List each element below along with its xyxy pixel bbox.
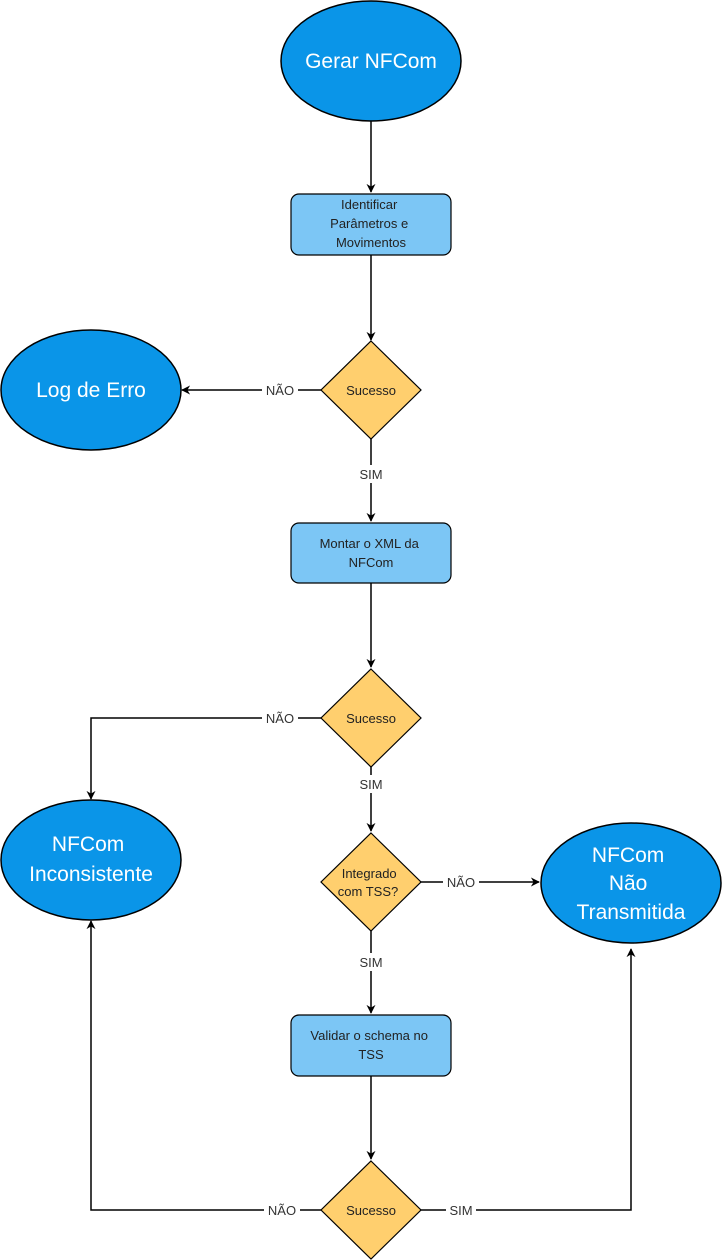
svg-text:Validar o schema no TSS: Validar o schema no TSS [310, 1028, 431, 1062]
edge-label-d3-no: NÃO [268, 1203, 296, 1218]
edge-label-d1-no: NÃO [266, 383, 294, 398]
node-tss-check-line1: Integrado [342, 866, 397, 881]
node-log-error-label: Log de Erro [36, 379, 146, 402]
node-identify-line2: Parâmetros e [330, 216, 408, 231]
svg-text:NFCom Não Transmit: NFCom Não Transmitida [577, 844, 686, 924]
node-not-transmitted-line3: Transmitida [577, 901, 686, 924]
node-log-error: Log de Erro [0, 329, 182, 451]
edge-label-tss-no: NÃO [447, 875, 475, 890]
node-identify-line3: Movimentos [336, 235, 407, 250]
svg-text:Montar o XML da NFCom: Montar o XML da NFCom [320, 536, 423, 570]
node-inconsistent: NFCom Inconsistente [0, 799, 182, 921]
node-decision1-label: Sucesso [346, 383, 396, 398]
edge-label-d3-yes: SIM [449, 1203, 472, 1218]
node-decision3: Sucesso [320, 1160, 422, 1260]
edge-label-d2-yes: SIM [359, 777, 382, 792]
edge-decision2-no [86, 717, 321, 800]
node-decision1: Sucesso [320, 340, 422, 440]
node-identify-line1: Identificar [341, 197, 398, 212]
edge-label-tss-yes: SIM [359, 955, 382, 970]
svg-text:NFCom Inconsistente: NFCom Inconsistente [29, 833, 153, 886]
node-build-xml-line1: Montar o XML da [320, 536, 420, 551]
node-build-xml: Montar o XML da NFCom [290, 522, 452, 584]
edge-decision3-yes [421, 948, 636, 1211]
edge-labels: NÃO SIM NÃO SIM NÃO SIM NÃO SIM [262, 381, 479, 1219]
node-build-xml-line2: NFCom [349, 555, 394, 570]
node-validate-line2: TSS [358, 1047, 384, 1062]
edge-label-d2-no: NÃO [266, 711, 294, 726]
node-start-label: Gerar NFCom [305, 50, 437, 73]
node-start: Gerar NFCom [280, 0, 462, 122]
node-inconsistent-line1: NFCom [52, 833, 124, 856]
node-validate: Validar o schema no TSS [290, 1014, 452, 1077]
node-decision2-label: Sucesso [346, 711, 396, 726]
node-not-transmitted: NFCom Não Transmitida [540, 822, 722, 944]
node-not-transmitted-line1: NFCom [592, 844, 664, 867]
node-decision3-label: Sucesso [346, 1203, 396, 1218]
node-tss-check: Integrado com TSS? [320, 832, 422, 932]
node-validate-line1: Validar o schema no [310, 1028, 428, 1043]
node-decision2: Sucesso [320, 668, 422, 768]
node-inconsistent-line2: Inconsistente [29, 863, 153, 886]
edge-label-d1-yes: SIM [359, 467, 382, 482]
svg-text:Integrado com TSS?: Integrado com TSS? [338, 866, 401, 899]
svg-text:Identificar Parâmetros e: Identificar Parâmetros e Movimentos [330, 197, 412, 250]
node-identify: Identificar Parâmetros e Movimentos [290, 193, 452, 256]
node-tss-check-line2: com TSS? [338, 884, 398, 899]
node-not-transmitted-line2: Não [609, 872, 648, 895]
edge-decision3-no [86, 920, 321, 1211]
